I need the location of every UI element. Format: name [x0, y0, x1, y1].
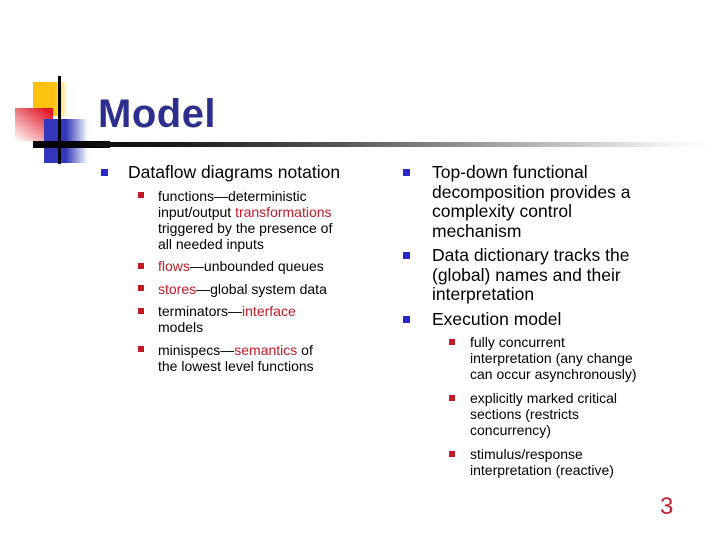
blue-square-bullet-icon	[403, 315, 410, 323]
red-square-bullet-icon	[138, 192, 144, 198]
bullet-item-level-2: minispecs—semantics of the lowest level …	[138, 342, 401, 374]
page-number: 3	[660, 493, 674, 520]
slide-title: Model	[98, 92, 217, 136]
bullet-text: stimulus/response interpretation (reacti…	[470, 446, 614, 478]
content-column-right: Top-down functional decomposition provid…	[403, 162, 718, 486]
bullet-text: functions—deterministic input/output tra…	[158, 187, 333, 252]
blue-square-bullet-icon	[403, 252, 410, 259]
bullet-item-level-1: Execution model	[403, 308, 718, 330]
keyword-text: stores	[158, 280, 197, 297]
bullet-text: Data dictionary tracks the (global) name…	[432, 245, 630, 304]
red-square-bullet-icon	[138, 285, 144, 291]
bullet-item-level-2: fully concurrent interpretation (any cha…	[449, 334, 718, 382]
keyword-text: interface	[242, 303, 296, 319]
bullet-item-level-2: functions—deterministic input/output tra…	[138, 188, 401, 252]
bullet-text: terminators—interface models	[158, 303, 296, 335]
bullet-text: stores—global system data	[158, 280, 327, 297]
bullet-text: flows—unbounded queues	[158, 258, 324, 274]
bullet-text: explicitly marked critical sections (res…	[470, 390, 618, 438]
bullet-item-level-1: Data dictionary tracks the (global) name…	[403, 245, 718, 305]
red-square-bullet-icon	[449, 450, 455, 457]
keyword-text: semantics	[234, 341, 298, 358]
bullet-item-level-2: stores—global system data	[138, 281, 401, 297]
bullet-item-level-2: explicitly marked critical sections (res…	[449, 390, 718, 438]
bullet-text: minispecs—semantics of the lowest level …	[158, 341, 314, 374]
bullet-item-level-1: Dataflow diagrams notation	[101, 162, 401, 183]
red-square-bullet-icon	[138, 307, 144, 314]
bullet-text: Top-down functional decomposition provid…	[432, 162, 631, 241]
vertical-line-decoration	[58, 76, 61, 164]
bullet-item-level-2: terminators—interface models	[138, 303, 401, 335]
red-square-bullet-icon	[138, 346, 144, 352]
bullet-text: Execution model	[432, 308, 562, 329]
red-square-bullet-icon	[449, 338, 455, 345]
red-square-bullet-icon	[138, 262, 144, 269]
keyword-text: transformations	[235, 203, 332, 220]
title-underline-rule	[33, 142, 711, 147]
blue-square-bullet-icon	[101, 169, 108, 176]
red-square-bullet-icon	[449, 394, 455, 401]
content-column-left: Dataflow diagrams notation functions—dete…	[101, 162, 401, 380]
bullet-item-level-2: flows—unbounded queues	[138, 258, 401, 274]
keyword-text: flows	[158, 258, 190, 274]
bullet-text: fully concurrent interpretation (any cha…	[470, 334, 637, 382]
bullet-item-level-1: Top-down functional decomposition provid…	[403, 162, 718, 241]
blue-square-bullet-icon	[403, 169, 410, 176]
bullet-item-level-2: stimulus/response interpretation (reacti…	[449, 446, 718, 478]
bullet-text: Dataflow diagrams notation	[128, 162, 341, 182]
